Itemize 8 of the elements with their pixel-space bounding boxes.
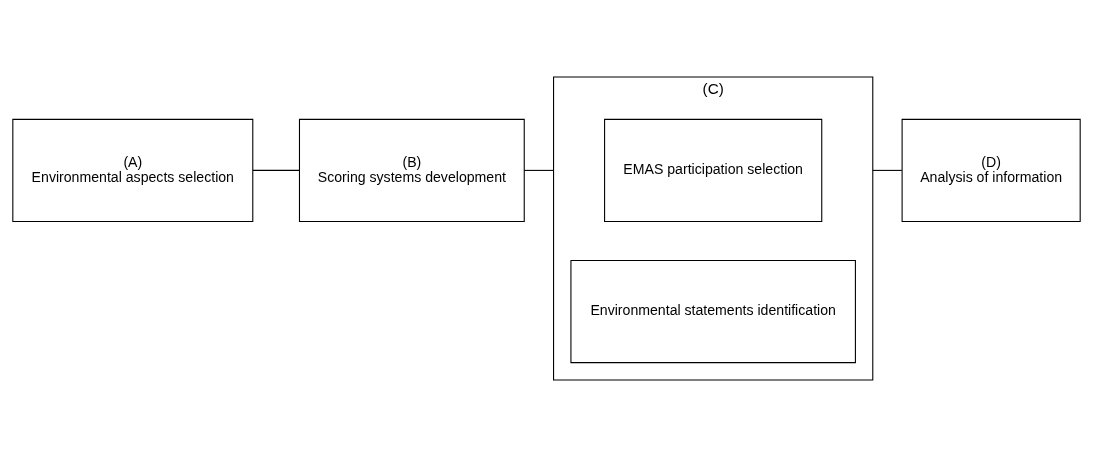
node-box: (B) Scoring systems development — [298, 118, 525, 222]
connector — [523, 169, 555, 171]
node-box: (D) Analysis of information — [901, 118, 1081, 222]
node-box: Environmental statements identification — [570, 260, 856, 364]
node-box: (A) Environmental aspects selection — [12, 118, 254, 222]
connector — [872, 169, 903, 171]
connector — [252, 169, 300, 171]
node-box: EMAS participation selection — [604, 118, 823, 222]
